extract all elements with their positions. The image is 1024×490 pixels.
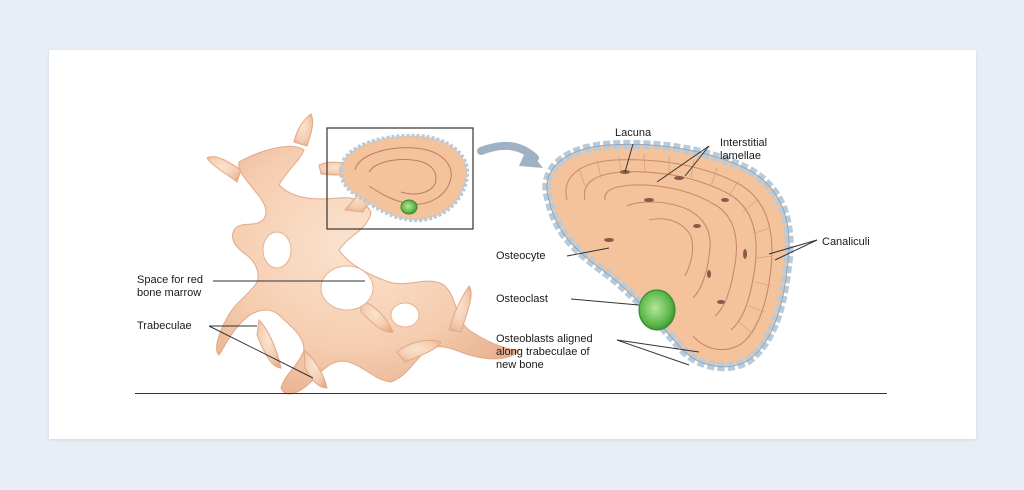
label-interstitial-lamellae: Interstitial lamellae [720, 137, 768, 162]
enlarged-trabecula [542, 139, 794, 372]
figure-card: Space for red bone marrow Trabeculae Lac… [49, 50, 976, 439]
label-canaliculi: Canaliculi [822, 236, 870, 248]
figure-baseline [135, 393, 887, 394]
magnify-arrow [477, 141, 543, 168]
inset-trabecula [338, 133, 470, 223]
marrow-spaces [262, 231, 420, 328]
inset-frame [326, 127, 474, 230]
trabecular-network [206, 113, 521, 395]
label-space-for-marrow: Space for red bone marrow [137, 274, 204, 299]
label-osteoclast: Osteoclast [496, 293, 548, 305]
label-osteoblasts: Osteoblasts aligned along trabeculae of … [496, 333, 593, 371]
label-trabeculae: Trabeculae [137, 320, 192, 332]
label-osteocyte: Osteocyte [496, 250, 546, 262]
osteoclast-cell [638, 289, 676, 331]
spongy-bone-illustration [206, 113, 818, 395]
leader-lines [208, 143, 818, 379]
label-lacuna: Lacuna [615, 127, 652, 139]
